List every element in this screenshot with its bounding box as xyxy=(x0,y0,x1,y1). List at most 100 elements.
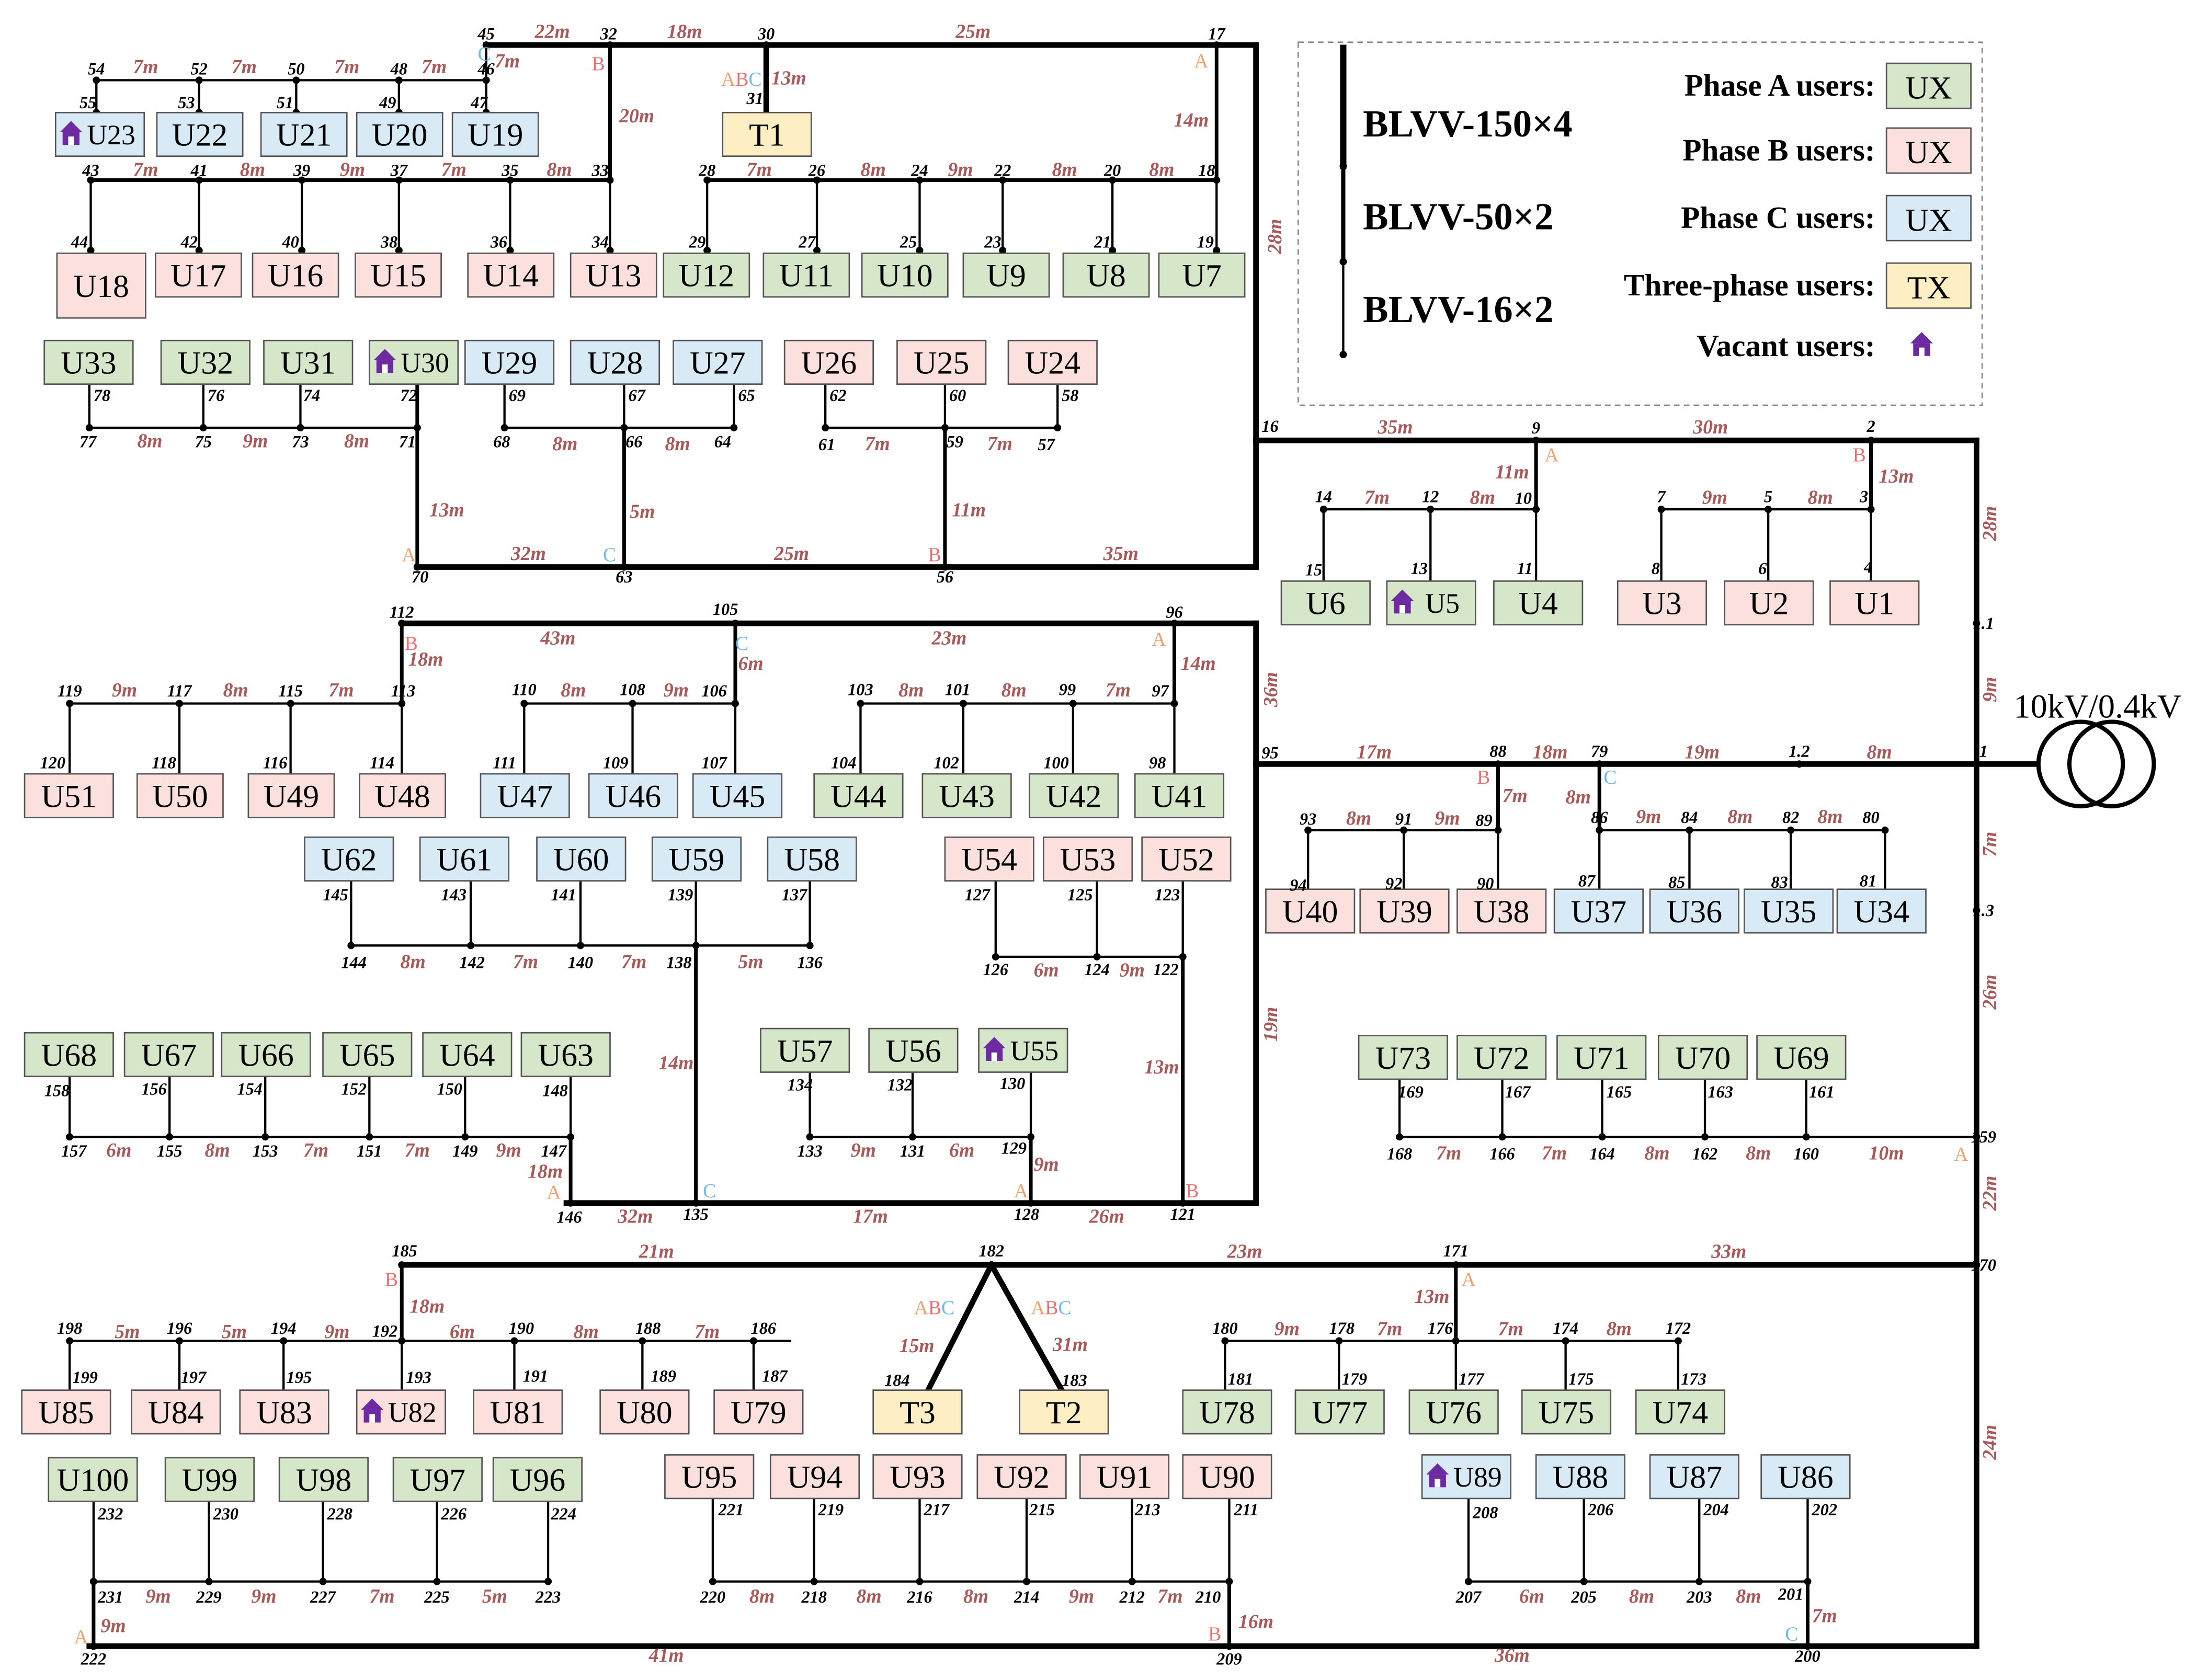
node-dot xyxy=(195,176,203,184)
node-label-27: 27 xyxy=(798,233,816,252)
user-box-u78 xyxy=(1182,1389,1272,1435)
node-dot xyxy=(87,246,95,254)
node-label-45: 45 xyxy=(477,24,495,43)
node-label-79: 79 xyxy=(1591,742,1608,761)
node-dot xyxy=(806,1133,814,1141)
node-dot xyxy=(916,176,924,184)
distance-label: 28m xyxy=(1979,506,2001,542)
distance-label: 8m xyxy=(861,158,886,180)
node-label-141: 141 xyxy=(551,885,576,904)
user-label: U90 xyxy=(1199,1460,1255,1495)
node-label-3: 3 xyxy=(1859,487,1868,506)
distance-label: 18m xyxy=(528,1160,563,1182)
node-label-119: 119 xyxy=(58,681,82,700)
user-box-u73 xyxy=(1358,1035,1448,1080)
node-dot xyxy=(1867,506,1875,513)
distance-label: 7m xyxy=(303,1139,328,1161)
user-label: T2 xyxy=(1046,1395,1082,1431)
node-label-115: 115 xyxy=(278,681,303,700)
node-label-128: 128 xyxy=(1014,1205,1039,1224)
distance-label: 13m xyxy=(1415,1286,1450,1308)
user-box-u62 xyxy=(304,836,394,882)
node-dot xyxy=(298,246,306,254)
distance-label: 14m xyxy=(658,1052,693,1074)
node-dot xyxy=(909,1133,917,1141)
node-label-46: 46 xyxy=(477,60,495,78)
distance-label: 8m xyxy=(665,433,690,455)
user-box-u7 xyxy=(1158,253,1246,298)
user-label: U65 xyxy=(339,1037,395,1073)
node-label-171: 171 xyxy=(1443,1241,1469,1260)
distance-label: 7m xyxy=(1436,1142,1461,1164)
node-label-163: 163 xyxy=(1708,1082,1733,1101)
node-dot xyxy=(398,1261,406,1269)
node-label-44: 44 xyxy=(71,233,88,252)
user-label: U22 xyxy=(172,118,228,153)
node-label-148: 148 xyxy=(542,1081,567,1100)
distance-label: 7m xyxy=(1377,1318,1402,1340)
phase-tag-A: A xyxy=(547,1182,561,1204)
distance-label: 7m xyxy=(405,1139,430,1161)
node-dot xyxy=(1027,1199,1035,1207)
node-dot xyxy=(395,76,403,84)
user-label: U18 xyxy=(73,269,129,304)
node-label-55: 55 xyxy=(79,93,96,112)
distance-label: 8m xyxy=(1001,679,1027,701)
legend-label: Phase C users: xyxy=(1681,200,1875,235)
distance-label: 7m xyxy=(1106,679,1131,701)
user-label: U86 xyxy=(1778,1460,1834,1495)
node-label-157: 157 xyxy=(61,1141,87,1160)
node-dot xyxy=(1069,700,1077,707)
node-dot xyxy=(1109,176,1117,184)
phase-tag-C: C xyxy=(735,633,748,655)
user-label: U10 xyxy=(877,258,933,294)
node-label-83: 83 xyxy=(1771,873,1788,892)
node-label-96: 96 xyxy=(1166,602,1183,621)
distance-label: 6m xyxy=(1519,1585,1544,1607)
node-dot xyxy=(916,246,924,254)
node-dot xyxy=(1580,1578,1588,1585)
node-label-10: 10 xyxy=(1515,488,1532,507)
legend-label-vacant: Vacant users: xyxy=(1697,328,1875,363)
node-label-100: 100 xyxy=(1043,753,1068,772)
node-dot xyxy=(1221,1337,1229,1345)
node-dot xyxy=(482,41,490,49)
distance-label: 14m xyxy=(1174,109,1209,131)
user-box-u93 xyxy=(872,1454,963,1500)
node-label-158: 158 xyxy=(44,1081,70,1100)
user-label: U35 xyxy=(1761,894,1817,930)
user-box-t2 xyxy=(1019,1389,1109,1435)
user-label: U16 xyxy=(268,258,324,294)
distance-label: 6m xyxy=(450,1321,475,1343)
node-label-21: 21 xyxy=(1094,233,1111,252)
node-dot xyxy=(1686,826,1693,834)
user-label: U62 xyxy=(321,842,377,877)
user-box-u39 xyxy=(1359,888,1450,934)
user-label: U12 xyxy=(679,258,735,294)
node-label-43: 43 xyxy=(82,161,99,179)
phase-tag-C: C xyxy=(703,1180,716,1202)
user-box-u26 xyxy=(783,339,874,385)
node-label-192: 192 xyxy=(372,1321,397,1340)
distance-label: 8m xyxy=(401,951,426,973)
node-dot xyxy=(1213,176,1221,184)
node-label-39: 39 xyxy=(293,161,310,179)
user-box-u15 xyxy=(355,253,442,298)
legend-label: Phase B users: xyxy=(1682,133,1875,167)
distance-label: 9m xyxy=(101,1615,126,1637)
node-dot xyxy=(703,176,711,184)
node-label-102: 102 xyxy=(934,753,959,772)
distance-label: 19m xyxy=(1260,1007,1282,1042)
node-label-218: 218 xyxy=(801,1587,826,1606)
node-dot xyxy=(959,700,967,707)
distance-label: 9m xyxy=(243,430,268,452)
user-box-u29 xyxy=(464,339,555,385)
distance-label: 41m xyxy=(648,1644,684,1666)
user-label: U40 xyxy=(1282,894,1338,930)
user-label: T3 xyxy=(900,1395,936,1431)
node-dot xyxy=(413,424,421,432)
node-label-199: 199 xyxy=(73,1368,98,1387)
distance-label: 8m xyxy=(223,679,248,701)
user-box-u44 xyxy=(813,773,904,818)
user-label: U73 xyxy=(1375,1041,1431,1076)
